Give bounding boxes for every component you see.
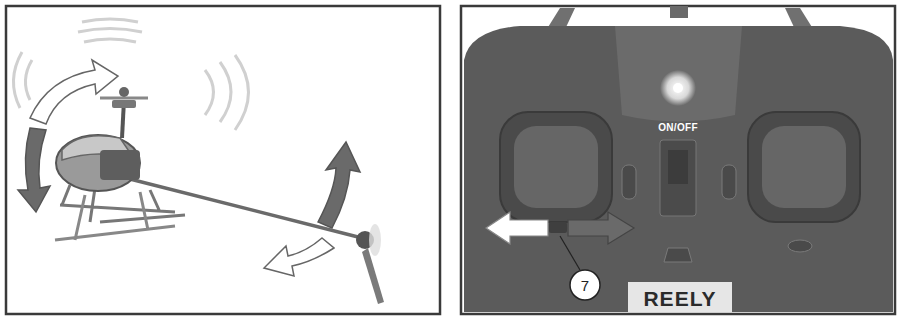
stick-gimbal bbox=[514, 126, 598, 208]
wave-arc bbox=[25, 60, 32, 100]
wave-arc bbox=[235, 55, 249, 130]
rotation-arrow bbox=[264, 238, 334, 276]
transmitter bbox=[464, 6, 893, 312]
wave-arc bbox=[84, 39, 136, 42]
panel-label: ON/OFF bbox=[658, 123, 698, 133]
trim-button bbox=[549, 222, 567, 233]
antenna-base bbox=[670, 6, 688, 18]
wave-arc bbox=[220, 62, 231, 122]
callout-circle bbox=[570, 270, 600, 300]
stick-gimbal bbox=[748, 112, 860, 222]
wave-arc bbox=[78, 29, 142, 33]
tail-rotor-blur bbox=[369, 224, 381, 256]
panel-frame bbox=[6, 6, 440, 314]
trim-button bbox=[664, 248, 692, 262]
landing-skid bbox=[55, 192, 175, 240]
led-glow bbox=[660, 70, 696, 106]
switch-slider bbox=[668, 150, 688, 184]
rotor-hub bbox=[119, 87, 129, 97]
center-console bbox=[615, 26, 742, 122]
wave-arc bbox=[82, 19, 138, 22]
trim-arrow bbox=[568, 212, 634, 244]
trim-arrow bbox=[486, 212, 548, 244]
fuselage bbox=[56, 135, 140, 191]
transmitter-body bbox=[464, 26, 893, 312]
stick-gimbal bbox=[500, 112, 612, 222]
trim-button bbox=[788, 240, 812, 252]
stick-gimbal bbox=[762, 126, 846, 208]
trim-button bbox=[622, 165, 636, 199]
brand-logo: REELY bbox=[643, 288, 716, 309]
rotation-arrow bbox=[30, 60, 118, 124]
helicopter bbox=[55, 87, 384, 304]
rotation-arrow bbox=[18, 128, 50, 212]
motor-block bbox=[100, 150, 140, 180]
power-led bbox=[673, 83, 683, 93]
trim-button bbox=[722, 165, 736, 199]
tail-fin bbox=[362, 248, 384, 304]
rotor-head bbox=[112, 100, 136, 108]
panel-frame bbox=[461, 6, 895, 314]
power-switch bbox=[660, 140, 696, 216]
sound-waves bbox=[13, 19, 248, 130]
wave-arc bbox=[205, 70, 214, 115]
logo-plate bbox=[628, 282, 732, 312]
wave-arc bbox=[13, 52, 22, 108]
leader-line bbox=[560, 236, 580, 270]
rotation-arrow bbox=[318, 142, 360, 228]
callout-number: 7 bbox=[581, 278, 589, 293]
